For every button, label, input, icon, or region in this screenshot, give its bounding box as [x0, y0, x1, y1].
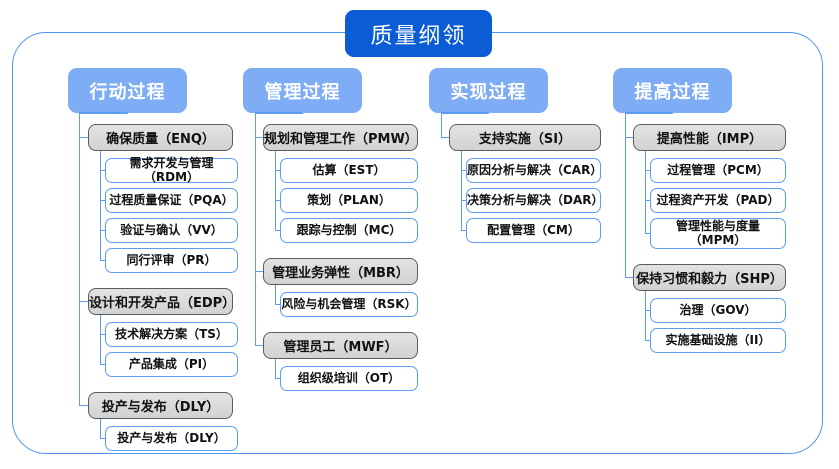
leaf-node-c0-g2-l0[interactable]: 投产与发布（DLY） — [105, 426, 238, 451]
group-node-c1-g2[interactable]: 管理员工（MWF） — [263, 332, 418, 359]
root-title-node[interactable]: 质量纲领 — [345, 10, 492, 57]
connector-header-to-spine-c2 — [441, 112, 488, 114]
connector-group-to-leaf-c3-g0-l2 — [645, 232, 650, 235]
column-header-0[interactable]: 行动过程 — [68, 68, 187, 113]
connector-spine-to-group-c1-g1 — [255, 270, 263, 273]
connector-group-to-leaf-c0-g0-l3 — [100, 259, 105, 262]
column-header-3[interactable]: 提高过程 — [613, 68, 732, 113]
leaf-node-c2-g0-l0[interactable]: 原因分析与解决（CAR） — [466, 158, 602, 183]
column-header-1[interactable]: 管理过程 — [243, 68, 362, 113]
connector-group-to-leaf-c2-g0-l2 — [461, 229, 466, 232]
connector-column-spine-c3 — [625, 113, 627, 278]
connector-group-to-leaf-c1-g2-l0 — [275, 377, 280, 380]
connector-spine-to-group-c0-g2 — [79, 404, 88, 407]
connector-group-to-leaf-c2-g0-l1 — [461, 199, 466, 202]
connector-group-to-leaf-c1-g1-l0 — [275, 303, 280, 306]
connector-group-to-leaf-c0-g0-l1 — [100, 199, 105, 202]
connector-group-spine-c1-g2 — [275, 359, 277, 379]
leaf-node-c3-g0-l2[interactable]: 管理性能与度量（MPM） — [650, 218, 786, 249]
group-node-c0-g1[interactable]: 设计和开发产品（EDP） — [88, 288, 235, 315]
leaf-node-c0-g1-l1[interactable]: 产品集成（PI） — [105, 352, 238, 377]
connector-group-to-leaf-c1-g0-l1 — [275, 199, 280, 202]
leaf-node-c2-g0-l2[interactable]: 配置管理（CM） — [466, 218, 601, 243]
connector-spine-to-group-c0-g0 — [79, 136, 88, 139]
leaf-node-c1-g0-l2[interactable]: 跟踪与控制（MC） — [280, 218, 418, 243]
connector-spine-to-group-c3-g1 — [625, 276, 633, 279]
connector-group-spine-c2-g0 — [461, 151, 463, 231]
group-node-c1-g0[interactable]: 规划和管理工作（PMW） — [263, 124, 418, 151]
group-node-c0-g2[interactable]: 投产与发布（DLY） — [88, 392, 233, 419]
group-node-c1-g1[interactable]: 管理业务弹性（MBR） — [263, 258, 418, 285]
leaf-node-c3-g0-l0[interactable]: 过程管理（PCM） — [650, 158, 786, 183]
connector-group-to-leaf-c0-g2-l0 — [100, 437, 105, 440]
connector-group-to-leaf-c0-g0-l0 — [100, 169, 105, 172]
connector-spine-to-group-c1-g2 — [255, 344, 263, 347]
connector-group-to-leaf-c0-g0-l2 — [100, 229, 105, 232]
group-node-c2-g0[interactable]: 支持实施（SI） — [449, 124, 601, 151]
connector-spine-to-group-c0-g1 — [79, 300, 88, 303]
connector-group-spine-c0-g0 — [100, 151, 102, 261]
connector-column-spine-c0 — [79, 113, 81, 406]
connector-group-to-leaf-c3-g0-l1 — [645, 199, 650, 202]
connector-group-to-leaf-c0-g1-l0 — [100, 333, 105, 336]
leaf-node-c1-g0-l0[interactable]: 估算（EST） — [280, 158, 418, 183]
group-node-c3-g1[interactable]: 保持习惯和毅力（SHP） — [633, 264, 786, 291]
leaf-node-c3-g1-l0[interactable]: 治理（GOV） — [650, 298, 786, 323]
connector-group-spine-c3-g0 — [645, 151, 647, 234]
connector-group-to-leaf-c0-g1-l1 — [100, 363, 105, 366]
leaf-node-c3-g1-l1[interactable]: 实施基础设施（II） — [650, 328, 786, 353]
leaf-node-c1-g2-l0[interactable]: 组织级培训（OT） — [280, 366, 418, 391]
column-header-2[interactable]: 实现过程 — [429, 68, 548, 113]
connector-group-to-leaf-c3-g0-l0 — [645, 169, 650, 172]
connector-group-to-leaf-c1-g0-l2 — [275, 229, 280, 232]
connector-header-to-spine-c0 — [79, 112, 127, 114]
connector-group-spine-c1-g0 — [275, 151, 277, 231]
leaf-node-c0-g0-l0[interactable]: 需求开发与管理（RDM） — [105, 156, 238, 183]
leaf-node-c1-g0-l1[interactable]: 策划（PLAN） — [280, 188, 418, 213]
connector-spine-to-group-c3-g0 — [625, 136, 633, 139]
connector-group-to-leaf-c2-g0-l0 — [461, 169, 466, 172]
connector-group-to-leaf-c3-g1-l0 — [645, 309, 650, 312]
connector-column-spine-c1 — [255, 113, 257, 346]
connector-group-spine-c1-g1 — [275, 285, 277, 305]
connector-group-spine-c0-g1 — [100, 315, 102, 365]
connector-group-to-leaf-c1-g0-l0 — [275, 169, 280, 172]
leaf-node-c0-g0-l1[interactable]: 过程质量保证（PQA） — [105, 188, 238, 213]
connector-spine-to-group-c1-g0 — [255, 136, 263, 139]
leaf-node-c0-g1-l0[interactable]: 技术解决方案（TS） — [105, 322, 238, 347]
leaf-node-c2-g0-l1[interactable]: 决策分析与解决（DAR） — [466, 188, 604, 213]
leaf-node-c3-g0-l1[interactable]: 过程资产开发（PAD） — [650, 188, 786, 213]
leaf-node-c1-g1-l0[interactable]: 风险与机会管理（RSK） — [280, 292, 418, 317]
group-node-c3-g0[interactable]: 提高性能（IMP） — [633, 124, 786, 151]
group-node-c0-g0[interactable]: 确保质量（ENQ） — [88, 124, 233, 151]
connector-group-to-leaf-c3-g1-l1 — [645, 339, 650, 342]
connector-header-to-spine-c1 — [255, 112, 302, 114]
connector-header-to-spine-c3 — [625, 112, 672, 114]
connector-group-spine-c3-g1 — [645, 291, 647, 341]
leaf-node-c0-g0-l2[interactable]: 验证与确认（VV） — [105, 218, 238, 243]
connector-group-spine-c0-g2 — [100, 419, 102, 439]
connector-spine-to-group-c2-g0 — [441, 136, 449, 139]
connector-column-spine-c2 — [441, 113, 443, 138]
leaf-node-c0-g0-l3[interactable]: 同行评审（PR） — [105, 248, 238, 273]
